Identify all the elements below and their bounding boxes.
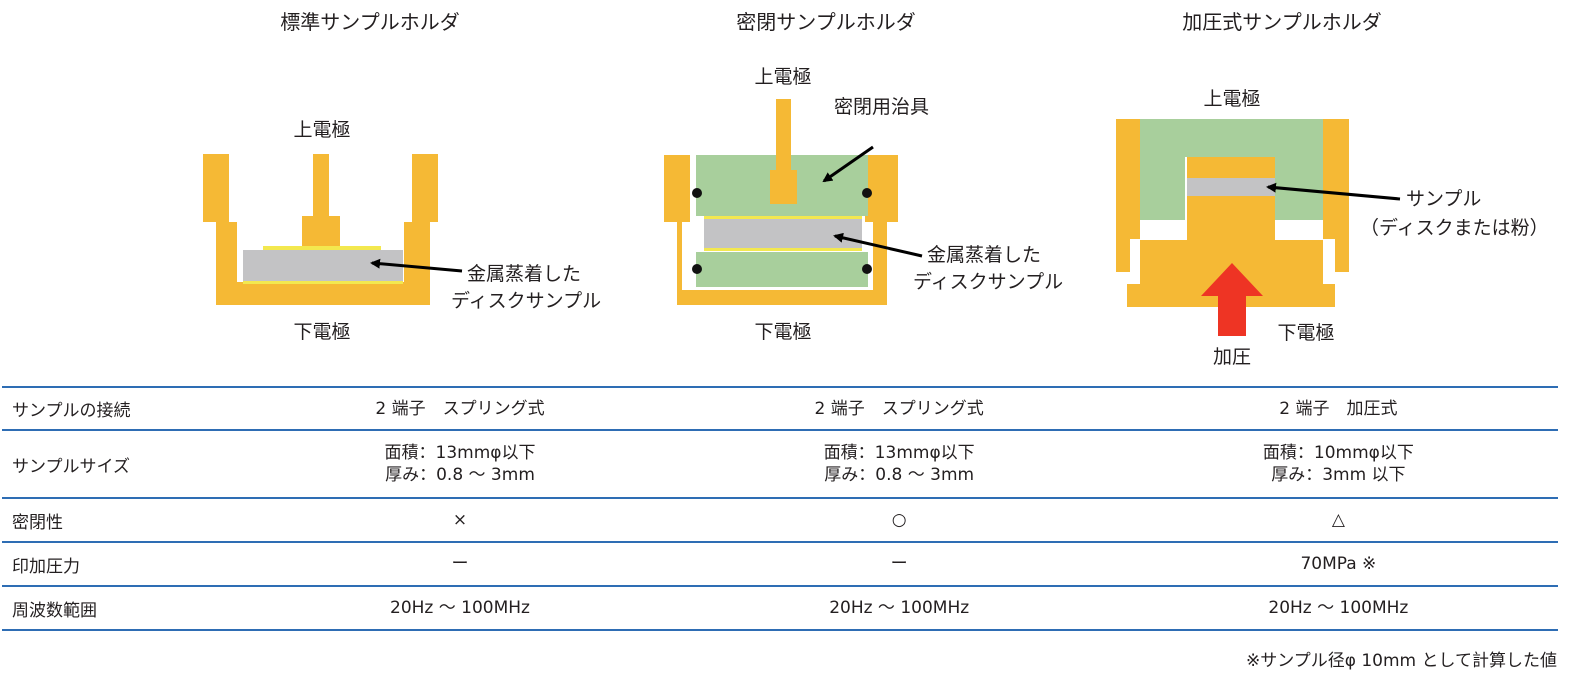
- electrode-frame: [203, 154, 438, 305]
- table-cell: 2 端子 加圧式: [1118, 386, 1558, 430]
- cell-line: 厚み：3mm 以下: [1271, 465, 1406, 485]
- table-cell: 2 端子 スプリング式: [679, 386, 1119, 430]
- table-cell: ー: [679, 541, 1119, 586]
- table-cell: ×: [240, 497, 680, 542]
- row-label: サンプルサイズ: [2, 429, 241, 498]
- seal-dot: [862, 264, 872, 274]
- title-pressurized-holder: 加圧式サンプルホルダ: [1182, 10, 1382, 34]
- coating-bottom: [243, 281, 403, 284]
- upper-electrode: [302, 154, 340, 248]
- sample-pointer-arrow: [833, 232, 923, 258]
- cell-line: 面積：13mmφ以下: [823, 443, 975, 463]
- sample-label-line2: ディスクサンプル: [913, 271, 1063, 293]
- footnote: ※サンプル径φ 10mm として計算した値: [1246, 651, 1557, 671]
- electrode-frame: [664, 155, 898, 305]
- lower-electrode-label: 下電極: [1277, 322, 1334, 344]
- outer-frame-left: [1116, 119, 1140, 272]
- table-cell: △: [1118, 497, 1558, 542]
- outer-frame-right: [1323, 119, 1349, 272]
- table-cell: 面積：13mmφ以下 厚み：0.8 ～ 3mm: [240, 429, 680, 498]
- table-cell: ○: [679, 497, 1119, 542]
- upper-electrode-label: 上電極: [293, 119, 350, 141]
- cell-line: 厚み：0.8 ～ 3mm: [824, 465, 975, 485]
- cell-line: 面積：13mmφ以下: [384, 443, 536, 463]
- lower-electrode: [1127, 196, 1335, 307]
- coating-top: [704, 216, 862, 219]
- sample-label-line2: ディスクサンプル: [451, 290, 601, 312]
- seal-dot: [692, 264, 702, 274]
- table-cell: 20Hz ～ 100MHz: [679, 585, 1119, 631]
- seal-dot: [692, 188, 702, 198]
- jig-block: [1140, 119, 1323, 220]
- jig-pointer-arrow: [822, 145, 874, 183]
- table-row: サンプルの接続 2 端子 スプリング式 2 端子 スプリング式 2 端子 加圧式: [2, 386, 1558, 430]
- diagram-sealed: 上電極 密閉用治具 金属蒸着した ディスクサンプル 下電極: [664, 66, 1063, 343]
- upper-electrode: [770, 99, 797, 204]
- coating-top: [263, 246, 381, 250]
- jig-bottom: [696, 252, 868, 287]
- sample-label-line1: サンプル: [1406, 188, 1481, 210]
- sample: [1187, 178, 1275, 196]
- upper-electrode-label: 上電極: [754, 66, 811, 88]
- seal-dot: [862, 188, 872, 198]
- title-standard-holder: 標準サンプルホルダ: [280, 10, 460, 34]
- lower-electrode-label: 下電極: [293, 321, 350, 343]
- lower-electrode-label: 下電極: [754, 321, 811, 343]
- upper-electrode-label: 上電極: [1203, 88, 1260, 110]
- holder-diagrams: 上電極 下電極 金属蒸着した ディスクサンプル 上電極 密閉用治具 金属蒸着した…: [203, 66, 1549, 368]
- disk-sample: [243, 250, 403, 281]
- table-cell: 70MPa ※: [1118, 541, 1558, 586]
- row-label: 周波数範囲: [2, 585, 241, 631]
- jig-label: 密閉用治具: [834, 96, 929, 118]
- disk-sample: [704, 219, 862, 248]
- table-row: 周波数範囲 20Hz ～ 100MHz 20Hz ～ 100MHz 20Hz ～…: [2, 585, 1558, 631]
- spec-table: サンプルの接続 2 端子 スプリング式 2 端子 スプリング式 2 端子 加圧式…: [2, 386, 1558, 631]
- diagram-pressurized: 上電極 サンプル （ディスクまたは粉） 加圧 下電極: [1116, 88, 1549, 368]
- table-cell: ー: [240, 541, 680, 586]
- diagram-standard: 上電極 下電極 金属蒸着した ディスクサンプル: [203, 119, 601, 343]
- title-sealed-holder: 密閉サンプルホルダ: [736, 10, 916, 34]
- table-cell: 面積：13mmφ以下 厚み：0.8 ～ 3mm: [679, 429, 1119, 498]
- cell-line: 面積：10mmφ以下: [1262, 443, 1414, 463]
- pressure-arrow: [1201, 263, 1263, 336]
- sample-label-line1: 金属蒸着した: [467, 263, 581, 285]
- upper-electrode: [1187, 157, 1275, 178]
- table-row: サンプルサイズ 面積：13mmφ以下 厚み：0.8 ～ 3mm 面積：13mmφ…: [2, 429, 1558, 498]
- table-row: 印加圧力 ー ー 70MPa ※: [2, 541, 1558, 586]
- table-row: 密閉性 × ○ △: [2, 497, 1558, 542]
- pressure-label: 加圧: [1213, 346, 1251, 368]
- table-cell: 面積：10mmφ以下 厚み：3mm 以下: [1118, 429, 1558, 498]
- coating-bottom: [704, 248, 862, 251]
- sample-label-line1: 金属蒸着した: [927, 244, 1041, 266]
- row-label: サンプルの接続: [2, 386, 241, 430]
- row-label: 密閉性: [2, 497, 241, 542]
- cell-line: 厚み：0.8 ～ 3mm: [385, 465, 535, 485]
- sample-label-line2: （ディスクまたは粉）: [1360, 217, 1549, 239]
- sample-pointer-arrow: [370, 258, 463, 273]
- row-label: 印加圧力: [2, 541, 241, 586]
- table-cell: 20Hz ～ 100MHz: [240, 585, 680, 631]
- table-cell: 2 端子 スプリング式: [240, 386, 680, 430]
- table-cell: 20Hz ～ 100MHz: [1118, 585, 1558, 631]
- sample-pointer-arrow: [1266, 182, 1401, 201]
